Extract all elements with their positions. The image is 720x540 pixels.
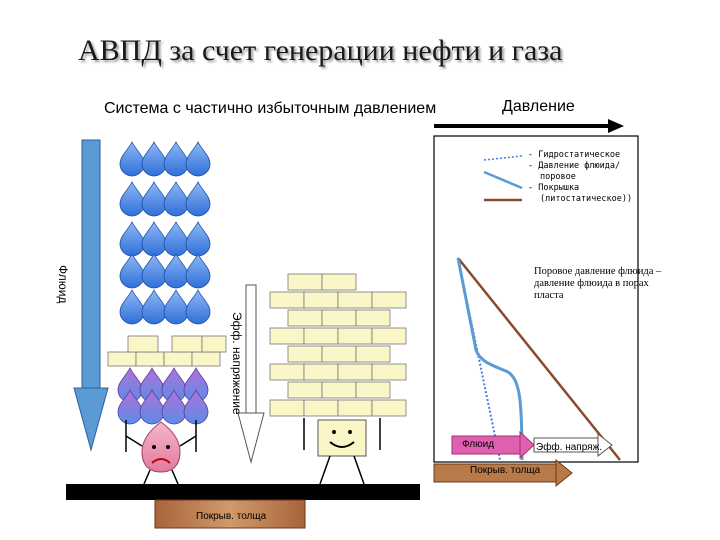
ground-base (66, 484, 420, 500)
seal-bricks-left (107, 335, 227, 367)
caprock-arrow (154, 499, 306, 529)
graph-caprock-arrow (433, 458, 573, 488)
legend-litho-1: - Покрышка (528, 183, 580, 193)
pore-pressure-curve (456, 257, 524, 461)
pressure-axis-label: Давление (502, 98, 575, 115)
graph-frame (433, 135, 639, 463)
sad-face-figure (125, 420, 197, 485)
slide-subtitle: Система с частично избыточным давлением (104, 100, 437, 117)
pressure-arrow-head (608, 119, 624, 133)
graph-eff-label: Эфф. напряж. (536, 442, 603, 453)
graph-eff-arrow (533, 432, 613, 458)
legend-hydrostatic: - Гидростатическое (528, 150, 621, 160)
legend-pore-2: поровое (540, 172, 576, 182)
happy-face-figure (303, 418, 381, 485)
eff-stress-label: Эфф. напряжение (230, 312, 244, 415)
caprock-label: Покрыв. толща (196, 511, 267, 522)
trapped-fluid-drops (117, 367, 209, 425)
fluid-drops (119, 141, 211, 325)
graph-fluid-label: Флюид (462, 439, 495, 450)
graph-caprock-label: Покрыв. толща (470, 465, 541, 476)
pore-pressure-note: Поровое давление флюида – давление флюид… (534, 266, 662, 301)
legend: - Гидростатическое - Давление флюида/ по… (528, 150, 632, 205)
lithostatic-line (457, 257, 621, 461)
eff-stress-arrow (237, 284, 265, 464)
fluid-down-arrow (73, 139, 109, 452)
fluid-arrow-label: Флюид (56, 265, 70, 304)
legend-swatches (483, 155, 523, 202)
graph-fluid-arrow (451, 430, 535, 460)
legend-pore-1: - Давление флюида/ (528, 161, 621, 171)
slide-title: АВПД за счет генерации нефти и газа (78, 34, 563, 67)
rock-brick-wall (269, 273, 407, 417)
legend-litho-2: (литостатическое)) (540, 194, 633, 204)
